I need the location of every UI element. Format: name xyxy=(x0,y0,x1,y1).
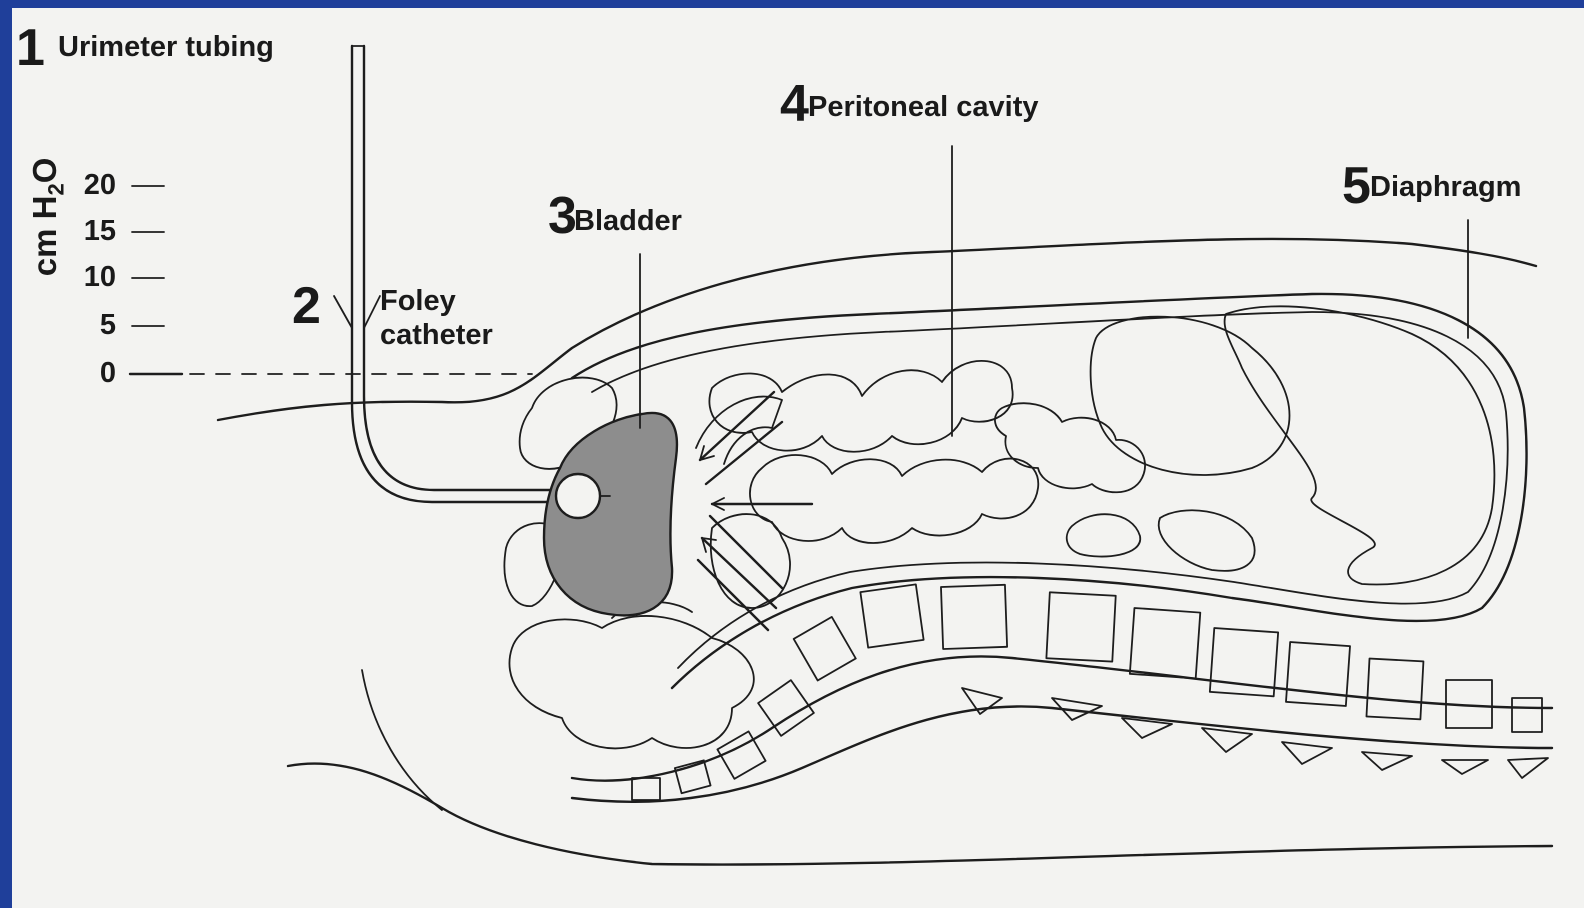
label-peritoneal-number: 4 xyxy=(780,75,809,133)
process-4 xyxy=(1202,728,1252,752)
peritoneal-lining xyxy=(572,294,1527,688)
label-diaphragm-text: Diaphragm xyxy=(1370,170,1521,204)
back-outline xyxy=(288,764,1552,865)
scale-unit-prefix: cm H xyxy=(26,196,63,277)
label-bladder-number: 3 xyxy=(548,187,577,245)
arrow-4 xyxy=(702,538,776,608)
vertebra-2 xyxy=(941,585,1007,649)
foley-y-branch xyxy=(334,296,380,328)
arrow-2 xyxy=(706,422,782,484)
bladder xyxy=(544,413,677,616)
label-urimeter: 1 xyxy=(16,22,45,74)
catheter-balloon xyxy=(556,474,600,518)
diaphragm-inner xyxy=(592,312,1508,668)
sacral-5 xyxy=(632,778,660,800)
process-5 xyxy=(1282,742,1332,764)
intestine-upper xyxy=(709,361,1012,452)
vertebra-4 xyxy=(1130,608,1200,678)
rectum xyxy=(509,616,753,748)
label-diaphragm-number: 5 xyxy=(1342,157,1371,215)
arrow-5 xyxy=(710,516,782,588)
anatomy-drawing xyxy=(12,8,1584,908)
vertebra-7 xyxy=(1366,659,1423,720)
sacral-1 xyxy=(794,617,856,681)
thigh-line xyxy=(362,670,442,810)
process-8 xyxy=(1508,758,1548,778)
kidney-right xyxy=(1159,510,1255,571)
label-diaphragm-number-wrap: 5 xyxy=(1342,160,1371,212)
label-foley-number-wrap: 2 xyxy=(292,280,321,332)
diaphragm-outer xyxy=(572,294,1527,688)
label-foley-line1: Foley xyxy=(380,284,456,318)
scale-unit-sub: 2 xyxy=(44,183,69,195)
spinal-canal-bottom xyxy=(572,706,1552,801)
process-7 xyxy=(1442,760,1488,774)
scale-tick-label: 5 xyxy=(56,310,116,340)
vertebra-1 xyxy=(860,584,923,647)
label-urimeter-number: 1 xyxy=(16,19,45,77)
label-urimeter-text: Urimeter tubing xyxy=(58,30,274,64)
scale-unit-label: cm H2O xyxy=(26,158,70,277)
intestine-middle xyxy=(750,455,1038,543)
scale-unit-suffix: O xyxy=(26,158,63,184)
spine xyxy=(572,584,1552,801)
intestine-small-loops xyxy=(995,403,1145,492)
label-bladder-number-wrap: 3 xyxy=(548,190,577,242)
vertebra-3 xyxy=(1046,592,1115,661)
arrow-6 xyxy=(698,560,768,630)
label-peritoneal-text: Peritoneal cavity xyxy=(808,90,1039,124)
diagram-frame: 1 Urimeter tubing 2 Foley catheter 3 Bla… xyxy=(12,8,1584,908)
label-peritoneal-number-wrap: 4 xyxy=(780,78,809,130)
label-bladder-text: Bladder xyxy=(574,204,682,238)
stomach xyxy=(1091,317,1290,475)
scale-tick-label: 0 xyxy=(56,358,116,388)
vertebra-6 xyxy=(1286,642,1350,706)
tubing-outer xyxy=(352,46,552,502)
process-6 xyxy=(1362,752,1412,770)
label-foley-number: 2 xyxy=(292,277,321,335)
kidney-left xyxy=(1067,514,1141,556)
label-foley-line2: catheter xyxy=(380,318,493,352)
liver xyxy=(1225,306,1495,584)
vertebra-9 xyxy=(1512,698,1542,732)
